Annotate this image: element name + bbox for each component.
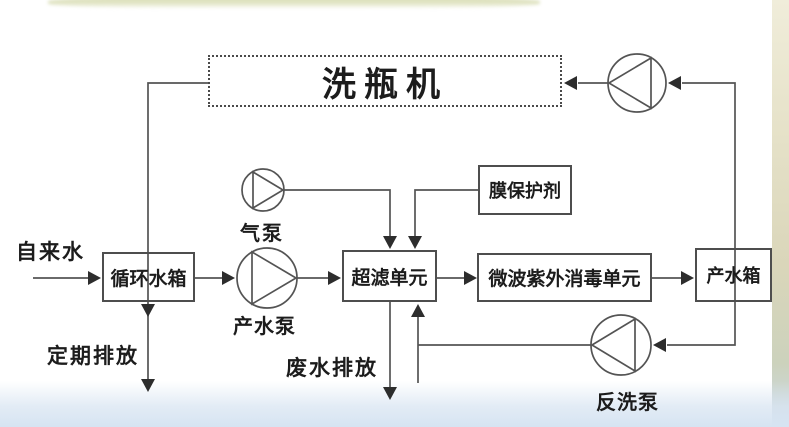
product-pump-label: 产水泵: [233, 316, 296, 338]
arrow-into-product-tank: [681, 271, 694, 285]
periodic-discharge-label: 定期排放: [47, 345, 139, 368]
flow-arrowheads: [88, 76, 694, 400]
arrow-into-uv-unit: [464, 271, 477, 285]
circulation-tank-label: 循环水箱: [110, 268, 187, 290]
uf-unit-label: 超滤单元: [351, 267, 428, 289]
uf-unit-box: 超滤单元: [342, 250, 437, 302]
slide-right-edge-decoration: [772, 0, 789, 427]
arrow-into-washer: [564, 76, 577, 90]
arrow-protectant-into-uf-top: [408, 236, 422, 249]
pump-symbols: [236, 53, 667, 376]
uv-unit-box: 微波紫外消毒单元: [477, 253, 652, 302]
product-tank-label: 产水箱: [706, 266, 761, 286]
arrow-into-product-pump: [222, 271, 235, 285]
tap-water-label: 自来水: [16, 241, 85, 264]
arrow-into-uf-unit: [328, 271, 341, 285]
slide-top-edge-decoration: [48, 0, 540, 9]
circulation-tank-box: 循环水箱: [102, 252, 195, 302]
membrane-protectant-line: [414, 189, 478, 237]
arrow-into-backwash-pump: [653, 338, 666, 352]
membrane-protectant-label: 膜保护剂: [489, 181, 561, 201]
washer-box: 洗瓶机: [208, 55, 562, 107]
arrow-tank-discharge-end: [141, 379, 155, 392]
membrane-protectant-box: 膜保护剂: [478, 165, 572, 215]
uv-unit-label: 微波紫外消毒单元: [488, 269, 641, 290]
product-tank-return-line: [667, 82, 736, 346]
air-pump-line: [284, 189, 391, 237]
return-pump-icon: [607, 53, 667, 113]
arrow-backwash-into-uf-bottom: [411, 304, 425, 317]
product-tank-box: 产水箱: [695, 248, 772, 302]
arrow-air-into-uf-top: [383, 236, 397, 249]
product-pump-icon: [236, 247, 298, 309]
arrow-into-circulation-tank: [88, 271, 101, 285]
flow-lines: [33, 82, 736, 387]
air-pump-icon: [241, 168, 285, 212]
backwash-pump-label: 反洗泵: [596, 392, 659, 414]
backwash-pump-icon: [590, 314, 652, 376]
waste-discharge-label: 废水排放: [286, 357, 378, 380]
arrow-waste-discharge-end: [383, 387, 397, 400]
washer-return-line: [147, 82, 208, 379]
air-pump-label: 气泵: [240, 223, 284, 245]
washer-box-label: 洗瓶机: [322, 65, 448, 104]
arrow-into-return-pump: [668, 76, 681, 90]
arrow-tank-discharge-upper: [141, 304, 155, 317]
